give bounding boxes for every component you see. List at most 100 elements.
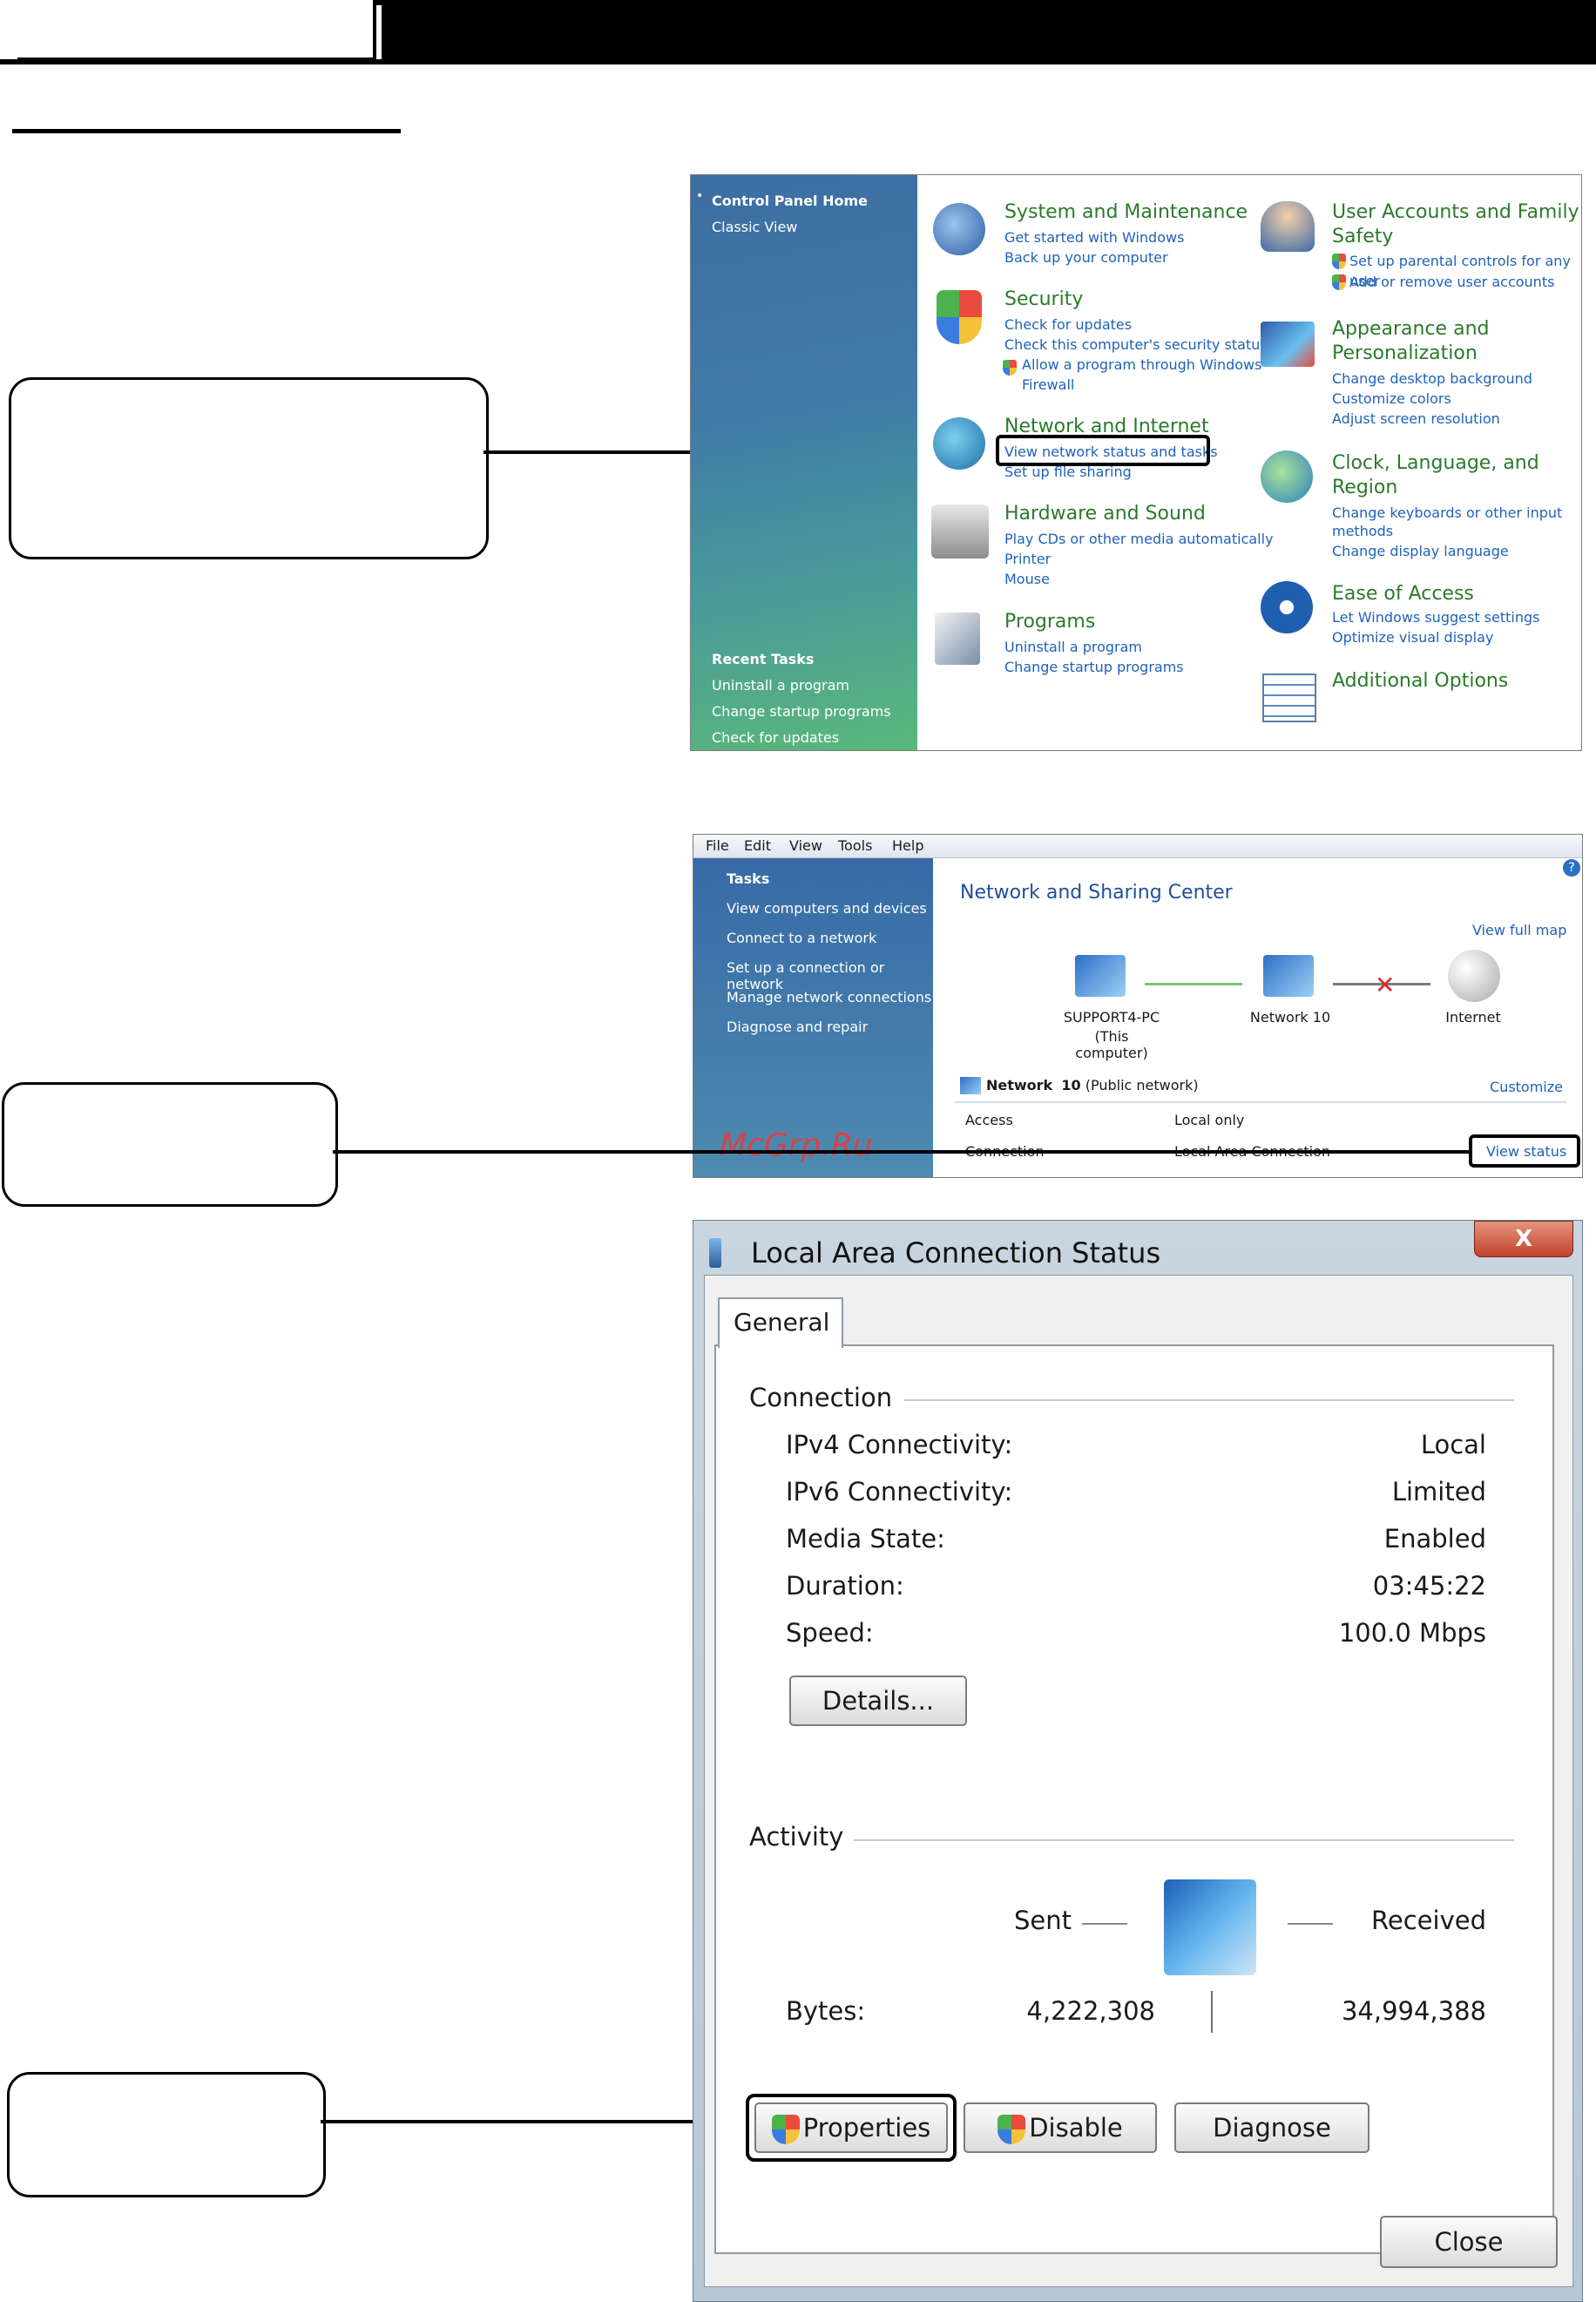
cp-link[interactable]: Change display language [1332, 543, 1509, 559]
recent-task-item[interactable]: Uninstall a program [712, 677, 850, 694]
row-label: IPv6 Connectivity: [786, 1477, 1013, 1506]
recent-task-item[interactable]: Change startup programs [712, 703, 891, 720]
uac-shield-icon [1003, 360, 1017, 376]
menu-tools[interactable]: Tools [838, 837, 873, 854]
uac-shield-icon [1332, 254, 1346, 269]
cp-link[interactable]: Mouse [1004, 571, 1050, 587]
cat-clock-language[interactable]: Clock, Language, and [1332, 452, 1539, 474]
cat-appearance-2[interactable]: Personalization [1332, 342, 1478, 364]
sidebar-home-link[interactable]: Control Panel Home [712, 193, 869, 209]
row-value: Local [1420, 1430, 1486, 1459]
cp-link[interactable]: Get started with Windows [1004, 229, 1185, 246]
security-shield-icon [937, 290, 982, 344]
view-status-link[interactable]: View status [1486, 1143, 1567, 1160]
view-network-status-link[interactable]: View network status and tasks [1004, 443, 1218, 460]
cp-link[interactable]: Back up your computer [1004, 249, 1168, 266]
clock-globe-icon [1261, 450, 1313, 503]
cat-security[interactable]: Security [1004, 288, 1084, 310]
callout-line-3 [321, 2120, 747, 2123]
tasks-sidebar: Tasks View computers and devices Connect… [693, 858, 933, 1177]
menu-file[interactable]: File [706, 837, 729, 854]
cat-system-maintenance[interactable]: System and Maintenance [1004, 201, 1248, 223]
row-label: Speed: [786, 1618, 874, 1648]
cp-link[interactable]: Adjust screen resolution [1332, 410, 1500, 427]
tab-general[interactable]: General [718, 1297, 843, 1348]
recent-task-item[interactable]: Check for updates [712, 729, 840, 746]
cp-link[interactable]: Uninstall a program [1004, 639, 1143, 655]
cat-clock-language-2[interactable]: Region [1332, 477, 1398, 498]
cp-link[interactable]: Check this computer's security status [1004, 336, 1268, 353]
close-button[interactable]: Close [1380, 2216, 1558, 2268]
diagnose-button[interactable]: Diagnose [1174, 2102, 1369, 2153]
task-link[interactable]: Connect to a network [727, 930, 877, 946]
bullet-icon: • [696, 189, 704, 203]
cat-appearance[interactable]: Appearance and [1332, 318, 1490, 340]
link-line-broken [1333, 983, 1430, 985]
details-button[interactable]: Details... [789, 1676, 967, 1726]
menu-edit[interactable]: Edit [744, 837, 771, 854]
properties-label: Properties [802, 2113, 931, 2143]
cat-network-internet[interactable]: Network and Internet [1004, 416, 1209, 437]
cp-link[interactable]: Change startup programs [1004, 659, 1184, 675]
task-link[interactable]: View computers and devices [727, 900, 927, 917]
network-computers-icon [1164, 1879, 1256, 1975]
menu-view[interactable]: View [789, 837, 822, 854]
menu-bar: File Edit View Tools Help ? [693, 835, 1582, 877]
cp-link[interactable]: Customize colors [1332, 390, 1451, 407]
cp-link[interactable]: Change desktop background [1332, 370, 1532, 387]
watermark-text: McGrp.Ru [720, 1127, 873, 1163]
sidebar-classic-link[interactable]: Classic View [712, 219, 798, 235]
cp-link[interactable]: Printer [1004, 551, 1052, 567]
printer-icon [931, 504, 989, 559]
help-icon[interactable]: ? [1563, 859, 1580, 877]
callout-line-2 [333, 1150, 1470, 1154]
cat-programs[interactable]: Programs [1004, 611, 1096, 633]
row-label: Duration: [786, 1571, 904, 1601]
cat-hardware-sound[interactable]: Hardware and Sound [1004, 503, 1206, 525]
cp-link[interactable]: Set up parental controls for any user [1349, 253, 1571, 289]
checklist-icon [1262, 674, 1316, 722]
tab-general-label: General [734, 1308, 830, 1337]
close-x-label: X [1514, 1226, 1533, 1252]
activity-group-line [854, 1839, 1514, 1841]
task-link[interactable]: Set up a connection or network [727, 959, 885, 992]
cp-link[interactable]: Optimize visual display [1332, 629, 1494, 646]
tasks-title: Tasks [727, 870, 770, 887]
cat-user-accounts[interactable]: User Accounts and Family [1332, 201, 1579, 223]
close-x-button[interactable]: X [1474, 1221, 1573, 1257]
header-divider [376, 5, 382, 59]
cp-link[interactable]: Allow a program through Windows [1022, 356, 1262, 373]
row-value: 100.0 Mbps [1338, 1618, 1486, 1648]
task-link[interactable]: Diagnose and repair [727, 1019, 869, 1035]
cp-link[interactable]: Play CDs or other media automatically [1004, 531, 1274, 547]
menu-help[interactable]: Help [892, 837, 924, 854]
network-globe-icon [933, 417, 985, 470]
internet-label: Internet [1445, 1009, 1501, 1026]
row-value: Enabled [1383, 1524, 1486, 1554]
cp-link[interactable]: methods [1332, 523, 1394, 539]
network-small-icon [960, 1077, 981, 1094]
cat-ease-of-access[interactable]: Ease of Access [1332, 583, 1474, 605]
received-label: Received [1371, 1906, 1486, 1935]
cp-link[interactable]: Check for updates [1004, 316, 1133, 333]
cp-link[interactable]: Set up file sharing [1004, 464, 1132, 480]
header-underline [17, 58, 373, 62]
cp-link[interactable]: Change keyboards or other input [1332, 504, 1563, 521]
row-value: Limited [1391, 1477, 1486, 1506]
cat-user-accounts-2[interactable]: Safety [1332, 226, 1394, 247]
computer-sub: (This computer) [1075, 1028, 1148, 1061]
task-link[interactable]: Manage network connections [727, 989, 932, 1005]
customize-link[interactable]: Customize [1490, 1079, 1563, 1095]
cat-additional-options[interactable]: Additional Options [1332, 670, 1509, 692]
cp-link[interactable]: Firewall [1022, 376, 1075, 393]
link-line-ok [1145, 983, 1242, 985]
uac-shield-icon [1332, 274, 1346, 290]
properties-button[interactable]: Properties [754, 2102, 948, 2153]
disable-button[interactable]: Disable [964, 2102, 1157, 2153]
cp-link[interactable]: Let Windows suggest settings [1332, 609, 1540, 626]
system-maintenance-icon [933, 203, 985, 255]
cp-link[interactable]: Add or remove user accounts [1349, 274, 1555, 290]
network-type: (Public network) [1085, 1077, 1199, 1093]
view-full-map-link[interactable]: View full map [1472, 922, 1567, 938]
recent-tasks-title: Recent Tasks [712, 651, 815, 667]
